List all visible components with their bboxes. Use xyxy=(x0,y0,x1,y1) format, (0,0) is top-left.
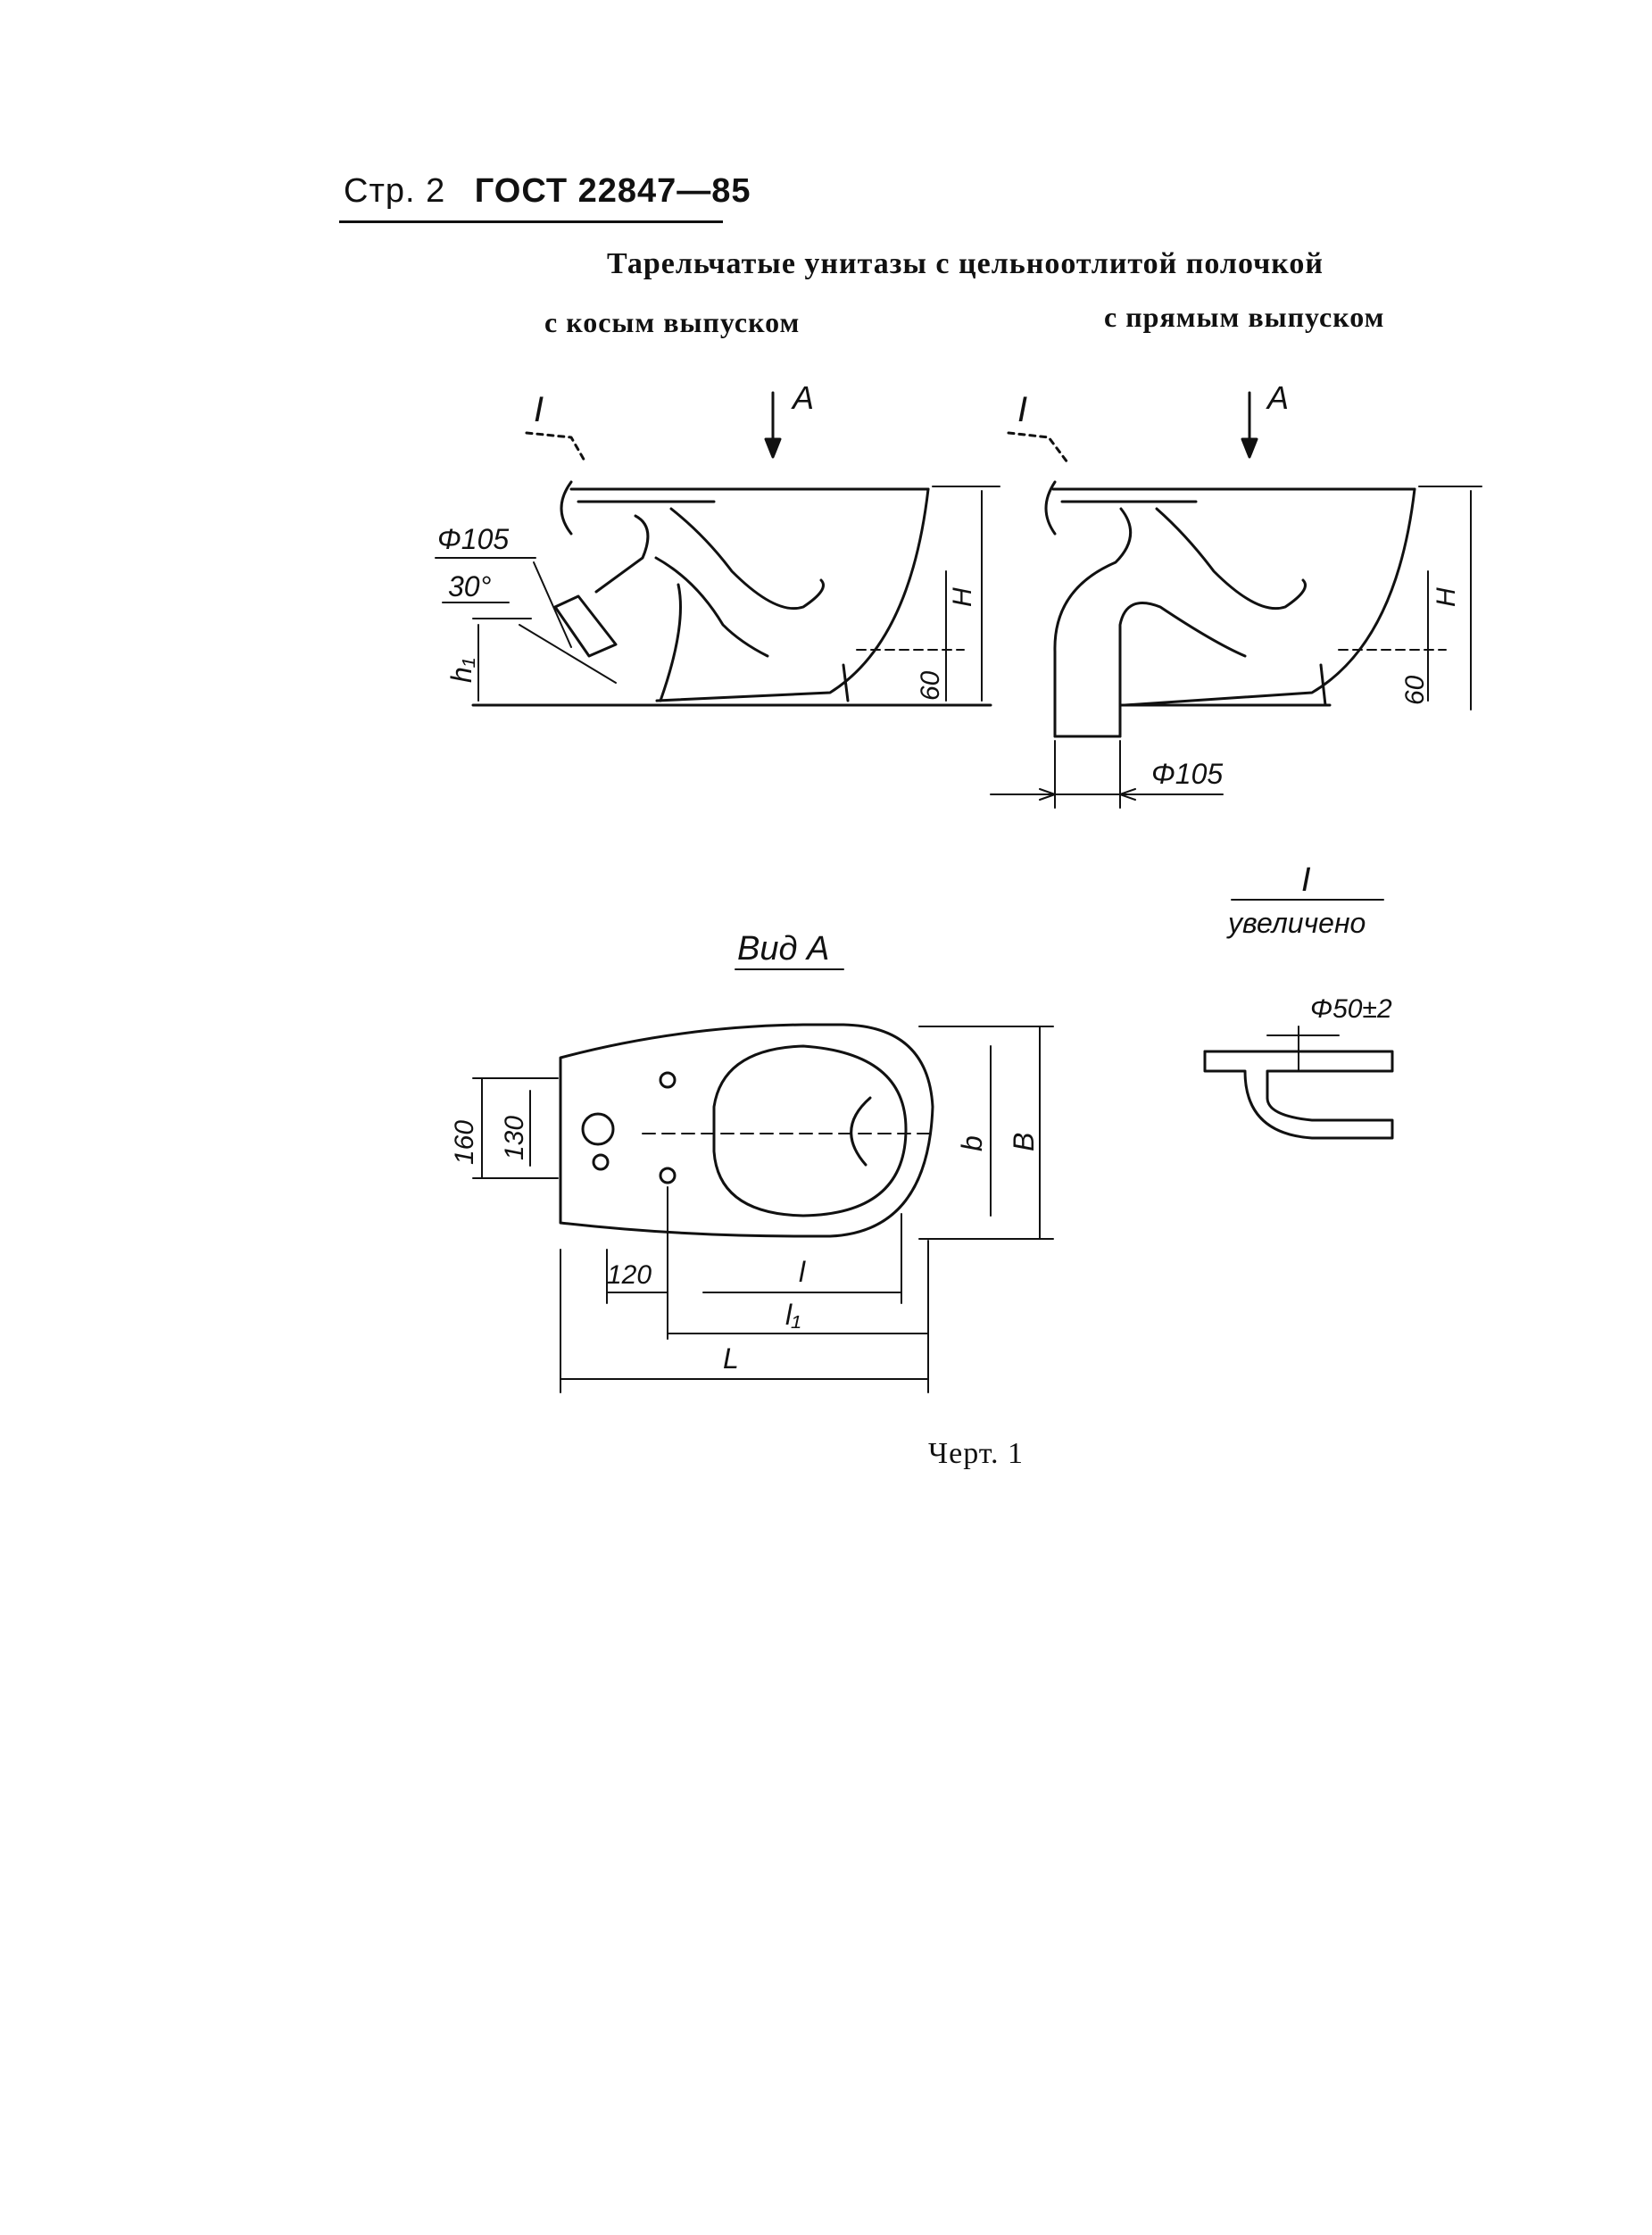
drain-arc xyxy=(850,1096,872,1167)
dim-H-left: H xyxy=(948,587,977,607)
dim-120: 120 xyxy=(607,1260,652,1290)
bowl-opening xyxy=(712,1044,908,1217)
dim-h1: h₁ xyxy=(445,658,477,683)
dim-H-right: H xyxy=(1432,587,1461,607)
view-arrowhead-right xyxy=(1241,437,1258,459)
callout-leader-left xyxy=(525,431,587,464)
flush-inlet-hole xyxy=(581,1112,615,1146)
detail-one-enlarged: I увеличено Φ50±2 xyxy=(1203,861,1394,1140)
page-header: Стр. 2 ГОСТ 22847—85 xyxy=(344,171,751,211)
plan-view-a: Вид A 160 130 b B 120 l l₁ xyxy=(450,930,1054,1393)
view-a-title: Вид A xyxy=(737,930,829,968)
plan-outline xyxy=(559,1023,934,1238)
bolt-hole-1 xyxy=(659,1071,677,1089)
callout-one-right: I xyxy=(1017,390,1027,429)
view-arrow-label-left: A xyxy=(791,379,814,416)
dim-60-right: 60 xyxy=(1400,675,1430,705)
subtitle-straight-outlet: с прямым выпуском xyxy=(1104,301,1385,333)
dim-ext-angle xyxy=(519,624,617,684)
page-number: Стр. 2 xyxy=(344,172,446,210)
dim-diameter-outlet-left: Φ105 xyxy=(437,523,509,555)
dim-arrow-105-b xyxy=(1119,788,1136,801)
dim-60-left: 60 xyxy=(916,670,945,701)
dim-L: L xyxy=(723,1342,739,1375)
trap-inner-right xyxy=(1155,507,1307,611)
bowl-outer-left xyxy=(655,487,930,702)
bowl-outer-right xyxy=(1123,487,1416,707)
rim-arc-right xyxy=(1044,480,1057,536)
dim-ext-105 xyxy=(533,561,572,648)
dim-angle: 30° xyxy=(448,570,492,602)
subtitle-oblique-outlet: с косым выпуском xyxy=(544,306,801,338)
dim-diameter-detail: Φ50±2 xyxy=(1310,994,1392,1024)
dim-130: 130 xyxy=(500,1116,529,1160)
dim-b: b xyxy=(956,1135,988,1151)
bolt-hole-2 xyxy=(659,1167,677,1184)
straight-outlet-inner xyxy=(1118,602,1247,738)
left-elevation: I A Φ105 30° h₁ H 60 xyxy=(435,379,1000,707)
figure-caption: Черт. 1 xyxy=(928,1437,1025,1470)
pedestal-back-right xyxy=(1319,663,1327,707)
detail-enlarged-label: увеличено xyxy=(1226,907,1366,939)
detail-one-label: I xyxy=(1301,861,1311,899)
right-elevation: I A H 60 Φ105 xyxy=(990,379,1482,809)
detail-shelf-body xyxy=(1203,1050,1394,1140)
dim-diameter-outlet-right: Φ105 xyxy=(1151,758,1223,790)
header-rule xyxy=(339,220,723,223)
dim-B: B xyxy=(1008,1133,1040,1151)
dim-l1: l₁ xyxy=(785,1299,801,1331)
dim-l: l xyxy=(799,1256,806,1288)
pedestal-back-left xyxy=(842,663,850,702)
view-arrow-label-right: A xyxy=(1266,379,1289,416)
dim-160: 160 xyxy=(450,1120,479,1165)
drawing-title: Тарельчатые унитазы с цельноотлитой поло… xyxy=(607,247,1324,280)
rim-arc-left xyxy=(560,480,573,536)
bolt-hole-3 xyxy=(592,1153,610,1171)
trap-mid-left xyxy=(654,556,769,658)
trap-neck-left xyxy=(594,514,650,594)
view-arrowhead-left xyxy=(764,437,782,459)
dim-arrow-105-a xyxy=(1039,788,1056,801)
detail-shelf-top xyxy=(1203,1050,1394,1100)
standard-number: ГОСТ 22847—85 xyxy=(474,172,751,210)
oblique-outlet xyxy=(553,594,618,658)
callout-one-left: I xyxy=(534,390,544,429)
trap-inner-left xyxy=(669,507,825,611)
callout-leader-right xyxy=(1007,431,1069,464)
straight-outlet-outer xyxy=(1053,507,1133,738)
pedestal-left xyxy=(659,583,682,702)
